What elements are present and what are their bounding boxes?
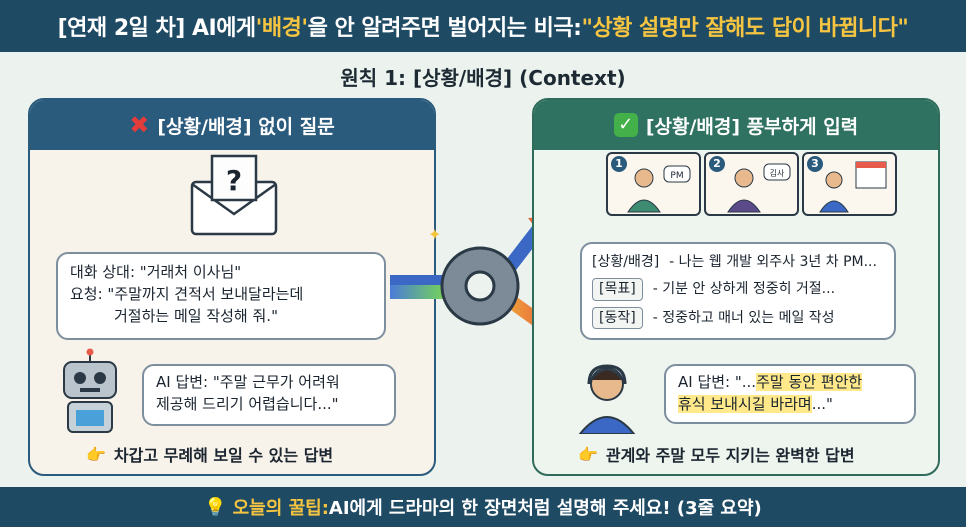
context-row-situation: [상황/배경] - 나는 웹 개발 외주사 3년 차 PM... [592, 254, 877, 270]
envelope-icon: ? [190, 154, 278, 236]
context-row-action: [동작] - 정중하고 매너 있는 메일 작성 [592, 306, 884, 329]
right-panel-header: ✓ [상황/배경] 풍부하게 입력 [534, 100, 938, 150]
answer-highlight-2: 휴식 보내시길 바라며 [678, 394, 812, 413]
x-mark-icon: ✖ [129, 111, 150, 139]
title-highlight-1: '배경' [255, 16, 308, 41]
svg-text:김사: 김사 [770, 168, 785, 178]
support-agent-icon [578, 364, 636, 434]
pointing-hand-icon: 👉 [578, 444, 598, 464]
context-box: [상황/배경] - 나는 웹 개발 외주사 3년 차 PM... [목표] - … [580, 242, 896, 340]
footer-bar: 💡 오늘의 꿀팁: AI에게 드라마의 한 장면처럼 설명해 주세요! (3줄 … [0, 487, 966, 527]
right-verdict: 👉 관계와 주말 모두 지키는 완벽한 답변 [578, 444, 855, 466]
person-pm-icon: PM [627, 165, 691, 213]
pointing-hand-icon: 👉 [86, 444, 106, 464]
context-row-goal: [목표] - 기분 안 상하게 정중히 거절... [592, 278, 884, 301]
svg-text:PM: PM [670, 171, 683, 181]
person-client-icon: 김사 [727, 163, 791, 213]
left-verdict: 👉 차갑고 무례해 보일 수 있는 답변 [86, 444, 334, 466]
envelope-question-mark: ? [226, 164, 242, 197]
robot-icon [63, 348, 117, 433]
step-card-2: 2 김사 [704, 152, 799, 216]
title-highlight-2: "상황 설명만 잘해도 답이 바뀝니다" [581, 16, 909, 41]
ai-answer-box-left: AI 답변: "주말 근무가 어려워 제공해 드리기 어렵습니다..." [142, 364, 396, 426]
lightbulb-icon: 💡 [204, 496, 227, 518]
subtitle: 원칙 1: [상황/배경] (Context) [340, 66, 626, 90]
ai-answer-box-right: AI 답변: "...주말 동안 편안한 휴식 보내시길 바라며..." [664, 364, 916, 424]
sparkle-icon: ✦ [428, 225, 441, 244]
checkmark-icon: ✓ [613, 113, 638, 137]
header-bar: [연재 2일 차] AI에게 '배경' 을 안 알려주면 벌어지는 비극: "상… [0, 0, 966, 52]
left-panel-header: ✖ [상황/배경] 없이 질문 [30, 100, 434, 150]
step-card-3: 3 [802, 152, 897, 216]
step-card-1: 1 PM [606, 152, 701, 216]
answer-highlight-1: 주말 동안 편안한 [756, 373, 863, 391]
left-panel: ✖ [상황/배경] 없이 질문 ? 대화 상대: "거래처 이사님" 요청: "… [28, 98, 436, 476]
right-panel: ✓ [상황/배경] 풍부하게 입력 1 PM 2 김사 3 [상황/배 [532, 98, 940, 476]
person-calendar-icon [819, 161, 887, 213]
question-box: 대화 상대: "거래처 이사님" 요청: "주말까지 견적서 보내달라는데 거절… [56, 252, 386, 340]
